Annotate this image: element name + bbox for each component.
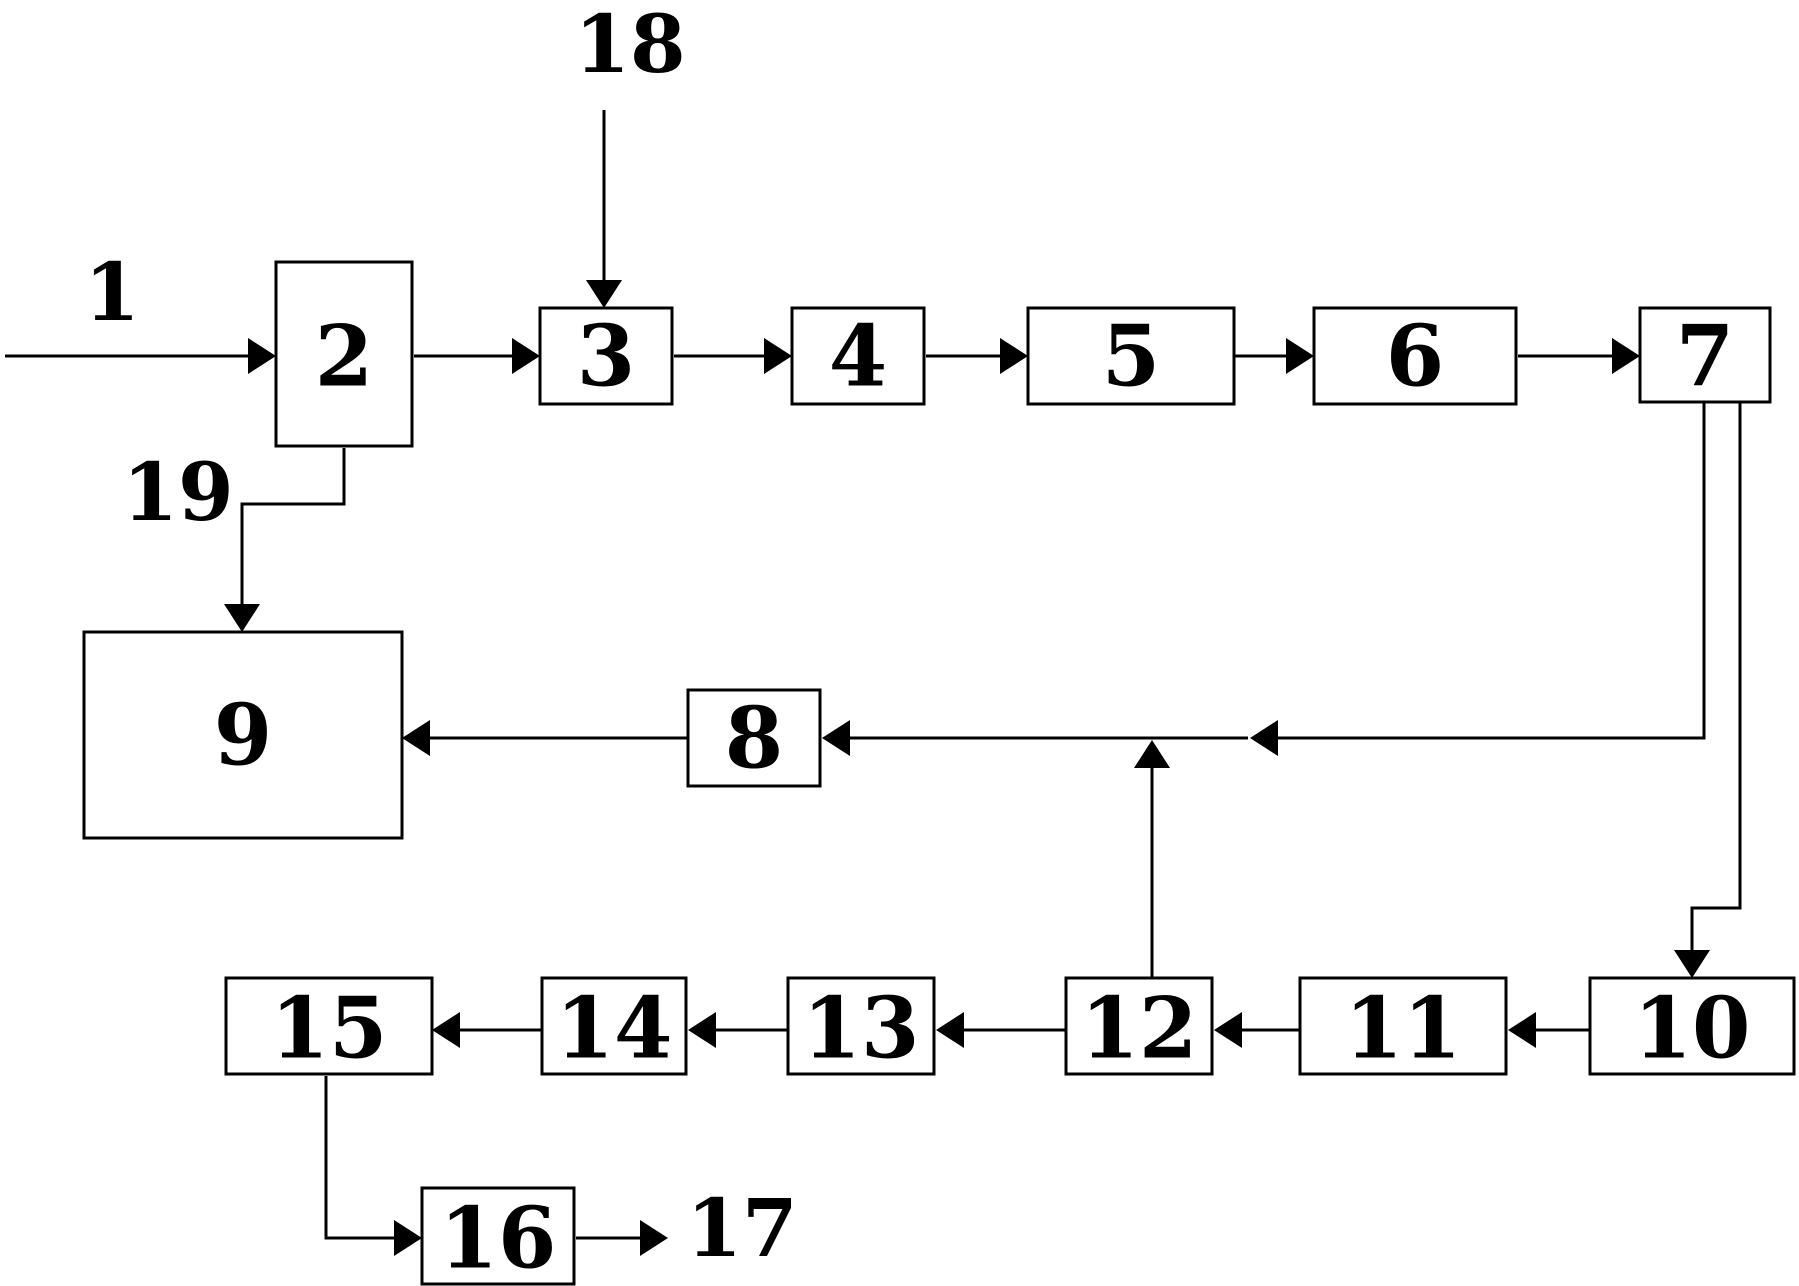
block-6-label: 6 (1386, 307, 1444, 406)
block-11-label: 11 (1345, 979, 1462, 1078)
block-10-label: 10 (1634, 979, 1751, 1078)
connector-15-to-16 (324, 1076, 398, 1240)
connector-7-to-8 (1276, 402, 1706, 740)
block-9-frame (82, 630, 404, 840)
block-4: 4 (790, 306, 926, 406)
block-3-label: 3 (577, 307, 635, 406)
arrowhead-into-16 (394, 1220, 422, 1256)
block-14-label: 14 (556, 979, 673, 1078)
arrowhead-into-9-side (402, 720, 430, 756)
arrowhead-into-4 (764, 338, 792, 374)
block-4-label: 4 (829, 307, 887, 406)
input-label-1: 1 (84, 245, 140, 339)
block-7-frame (1638, 306, 1772, 404)
connectors (5, 110, 1742, 1240)
arrowhead-into-13 (936, 1012, 964, 1048)
output-label-17: 17 (686, 1181, 797, 1275)
block-8-frame (686, 688, 822, 788)
block-9-label: 9 (214, 686, 272, 785)
block-7: 7 (1638, 306, 1772, 406)
arrowhead-into-5 (1000, 338, 1028, 374)
block-7-label: 7 (1676, 307, 1734, 406)
block-13: 13 (786, 976, 936, 1078)
arrowhead-up-to-8-line (1134, 740, 1170, 768)
arrowhead-into-3-top (586, 280, 622, 308)
block-9: 9 (82, 630, 404, 840)
block-11: 11 (1298, 976, 1508, 1078)
block-15-frame (224, 976, 434, 1076)
block-2: 2 (274, 260, 414, 448)
block-5: 5 (1026, 306, 1236, 406)
block-12-label: 12 (1081, 979, 1198, 1078)
block-2-frame (274, 260, 414, 448)
block-8-label: 8 (725, 689, 783, 788)
block-16-frame (420, 1186, 576, 1286)
block-15-label: 15 (271, 979, 388, 1078)
arrowhead-into-9-top (224, 604, 260, 632)
block-3-frame (538, 306, 674, 406)
arrowhead-into-14 (688, 1012, 716, 1048)
arrowhead-into-7 (1612, 338, 1640, 374)
block-8: 8 (686, 688, 822, 788)
block-16: 16 (420, 1186, 576, 1286)
arrowhead-into-10 (1674, 950, 1710, 978)
block-10: 10 (1588, 976, 1796, 1078)
block-14-frame (540, 976, 688, 1076)
block-11-frame (1298, 976, 1508, 1076)
arrowhead-into-12 (1214, 1012, 1242, 1048)
arrowhead-to-17 (640, 1220, 668, 1256)
block-4-frame (790, 306, 926, 406)
block-6: 6 (1312, 306, 1518, 406)
block-10-frame (1588, 976, 1796, 1076)
line-label-19: 19 (122, 445, 233, 539)
block-12: 12 (1064, 976, 1214, 1078)
block-6-frame (1312, 306, 1518, 406)
block-13-label: 13 (803, 979, 920, 1078)
arrowhead-into-11 (1508, 1012, 1536, 1048)
arrowhead-into-15 (432, 1012, 460, 1048)
block-15: 15 (224, 976, 434, 1078)
block-14: 14 (540, 976, 688, 1078)
connector-2-to-9 (240, 448, 346, 610)
arrowhead-into-6 (1286, 338, 1314, 374)
arrowhead-into-3 (512, 338, 540, 374)
block-3: 3 (538, 306, 674, 406)
block-12-frame (1064, 976, 1214, 1076)
block-16-label: 16 (440, 1189, 557, 1286)
arrowhead-mid-7-to-8 (1250, 720, 1278, 756)
block-5-frame (1026, 306, 1236, 406)
arrowheads (224, 280, 1710, 1256)
connector-7-to-10 (1690, 402, 1742, 952)
block-5-label: 5 (1102, 307, 1160, 406)
input-label-18: 18 (574, 0, 685, 91)
block-13-frame (786, 976, 936, 1076)
arrowhead-into-8 (822, 720, 850, 756)
block-2-label: 2 (315, 307, 373, 406)
arrowhead-into-2 (248, 338, 276, 374)
